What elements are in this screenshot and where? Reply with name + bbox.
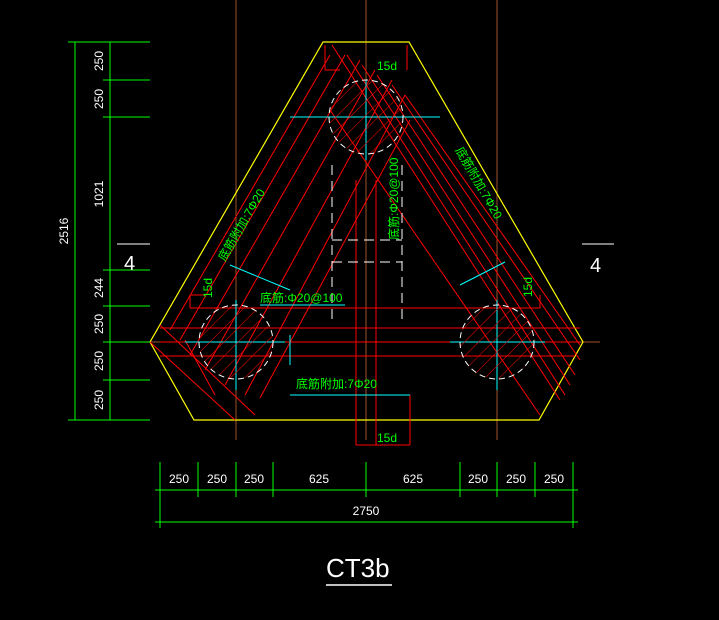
bottom-dim-seg-3: 250 — [244, 472, 264, 486]
left-dim-seg-7: 250 — [92, 390, 106, 410]
bottom-dim-seg-7: 250 — [506, 472, 526, 486]
section-mark-right-label: 4 — [590, 255, 601, 277]
section-mark-left-label: 4 — [124, 253, 135, 275]
bottom-dimension-lines — [155, 462, 578, 528]
bottom-dim-seg-4: 625 — [309, 472, 329, 486]
anchor-left-label: 15d — [201, 278, 215, 298]
bottom-dim-seg-6: 250 — [468, 472, 488, 486]
pile-right — [459, 304, 535, 380]
left-dim-seg-6: 250 — [92, 351, 106, 371]
bottom-dim-seg-1: 250 — [169, 472, 189, 486]
bottom-dim-seg-5: 625 — [403, 472, 423, 486]
left-dim-seg-3: 1021 — [92, 180, 106, 207]
left-dim-seg-4: 244 — [92, 278, 106, 298]
left-dimension-lines — [68, 41, 150, 421]
bottom-dim-total: 2750 — [353, 504, 380, 518]
grid-axis-lines — [130, 0, 600, 440]
anchor-top-label: 15d — [377, 59, 397, 73]
anchor-bottom-label: 15d — [377, 431, 397, 445]
vertical-bottom-bar-label: 底筋:Φ20@100 — [386, 157, 401, 240]
left-dim-seg-2: 250 — [92, 89, 106, 109]
left-leg-extra-label: 底筋附加:7Φ20 — [215, 186, 269, 264]
bottom-dim-seg-2: 250 — [207, 472, 227, 486]
center-bottom-bar-label: 底筋:Φ20@100 — [260, 290, 343, 305]
anchor-right-label: 15d — [521, 277, 535, 297]
pile-left — [198, 304, 274, 380]
bottom-dim-seg-8: 250 — [544, 472, 564, 486]
left-dim-total: 2516 — [57, 217, 71, 244]
inner-dashed-lines — [331, 165, 403, 325]
right-leg-extra-label: 底筋附加:7Φ20 — [452, 144, 506, 222]
left-dim-seg-5: 250 — [92, 314, 106, 334]
left-dim-seg-1: 250 — [92, 51, 106, 71]
section-mark-left: 4 — [117, 243, 150, 275]
section-mark-right: 4 — [582, 243, 614, 277]
bottom-extra-label: 底筋附加:7Φ20 — [296, 376, 377, 391]
drawing-title: CT3b — [326, 553, 390, 583]
pile-top — [328, 79, 404, 155]
annotation-leaders — [229, 261, 506, 396]
